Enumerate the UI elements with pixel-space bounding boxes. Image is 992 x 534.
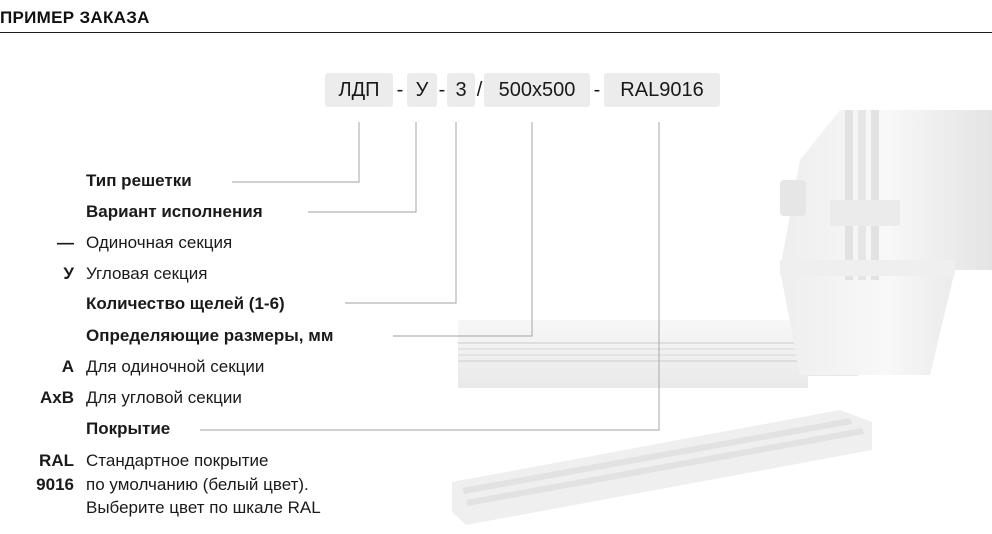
- option-key-corner: У: [63, 264, 74, 283]
- leader-grille-type: [232, 122, 360, 183]
- code-part-size: 500x500: [484, 73, 590, 107]
- legend-variant: Вариант исполнения: [86, 202, 263, 221]
- code-separator: /: [476, 79, 483, 101]
- code-separator: -: [593, 79, 601, 101]
- option-key-a: A: [61, 357, 74, 376]
- code-part-ral: RAL9016: [604, 73, 720, 107]
- option-label-corner: Угловая секция: [86, 264, 208, 283]
- legend-dimensions: Определяющие размеры, мм: [86, 326, 334, 345]
- option-key-single: —: [57, 233, 74, 252]
- code-part-slots: 3: [447, 73, 475, 107]
- code-separator: -: [396, 79, 404, 101]
- coating-desc-line: Выберите цвет по шкале RAL: [86, 498, 321, 517]
- option-label-axb: Для угловой секции: [86, 388, 242, 407]
- leader-variant: [308, 122, 417, 213]
- grille-profile: [452, 410, 872, 525]
- option-label-single: Одиночная секция: [86, 233, 233, 252]
- legend-slots: Количество щелей (1-6): [86, 294, 285, 313]
- legend-grille-type: Тип решетки: [86, 171, 192, 190]
- option-key-ral: RAL: [39, 451, 74, 470]
- leader-dimensions: [393, 122, 533, 337]
- coating-desc-line: Стандартное покрытие: [86, 451, 269, 470]
- leader-slots: [345, 122, 457, 304]
- legend-coating: Покрытие: [86, 419, 171, 438]
- code-part-variant: У: [407, 73, 437, 107]
- header: ПРИМЕР ЗАКАЗА: [0, 6, 992, 33]
- leader-coating: [200, 122, 660, 431]
- linear-grille-straight: [458, 320, 858, 388]
- option-key-axb: AxB: [39, 388, 74, 407]
- linear-grille-corner: [780, 110, 992, 375]
- option-key-ral-number: 9016: [36, 475, 74, 494]
- code-separator: -: [438, 79, 446, 101]
- coating-desc-line: по умолчанию (белый цвет).: [86, 475, 309, 494]
- section-title: ПРИМЕР ЗАКАЗА: [0, 8, 150, 27]
- option-label-a: Для одиночной секции: [86, 357, 265, 376]
- code-part-model: ЛДП: [325, 73, 393, 107]
